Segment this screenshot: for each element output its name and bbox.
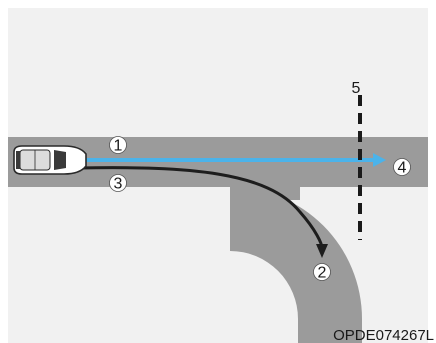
marker-1-label: 1	[114, 138, 123, 155]
car-icon	[14, 146, 86, 174]
image-code: OPDE074267L	[333, 327, 434, 343]
marker-5: 5	[352, 80, 361, 97]
marker-4-label: 4	[398, 160, 407, 177]
marker-2-label: 2	[318, 265, 327, 282]
marker-3-label: 3	[114, 176, 123, 193]
marker-5-label: 5	[352, 80, 361, 97]
road-junction	[230, 187, 300, 200]
